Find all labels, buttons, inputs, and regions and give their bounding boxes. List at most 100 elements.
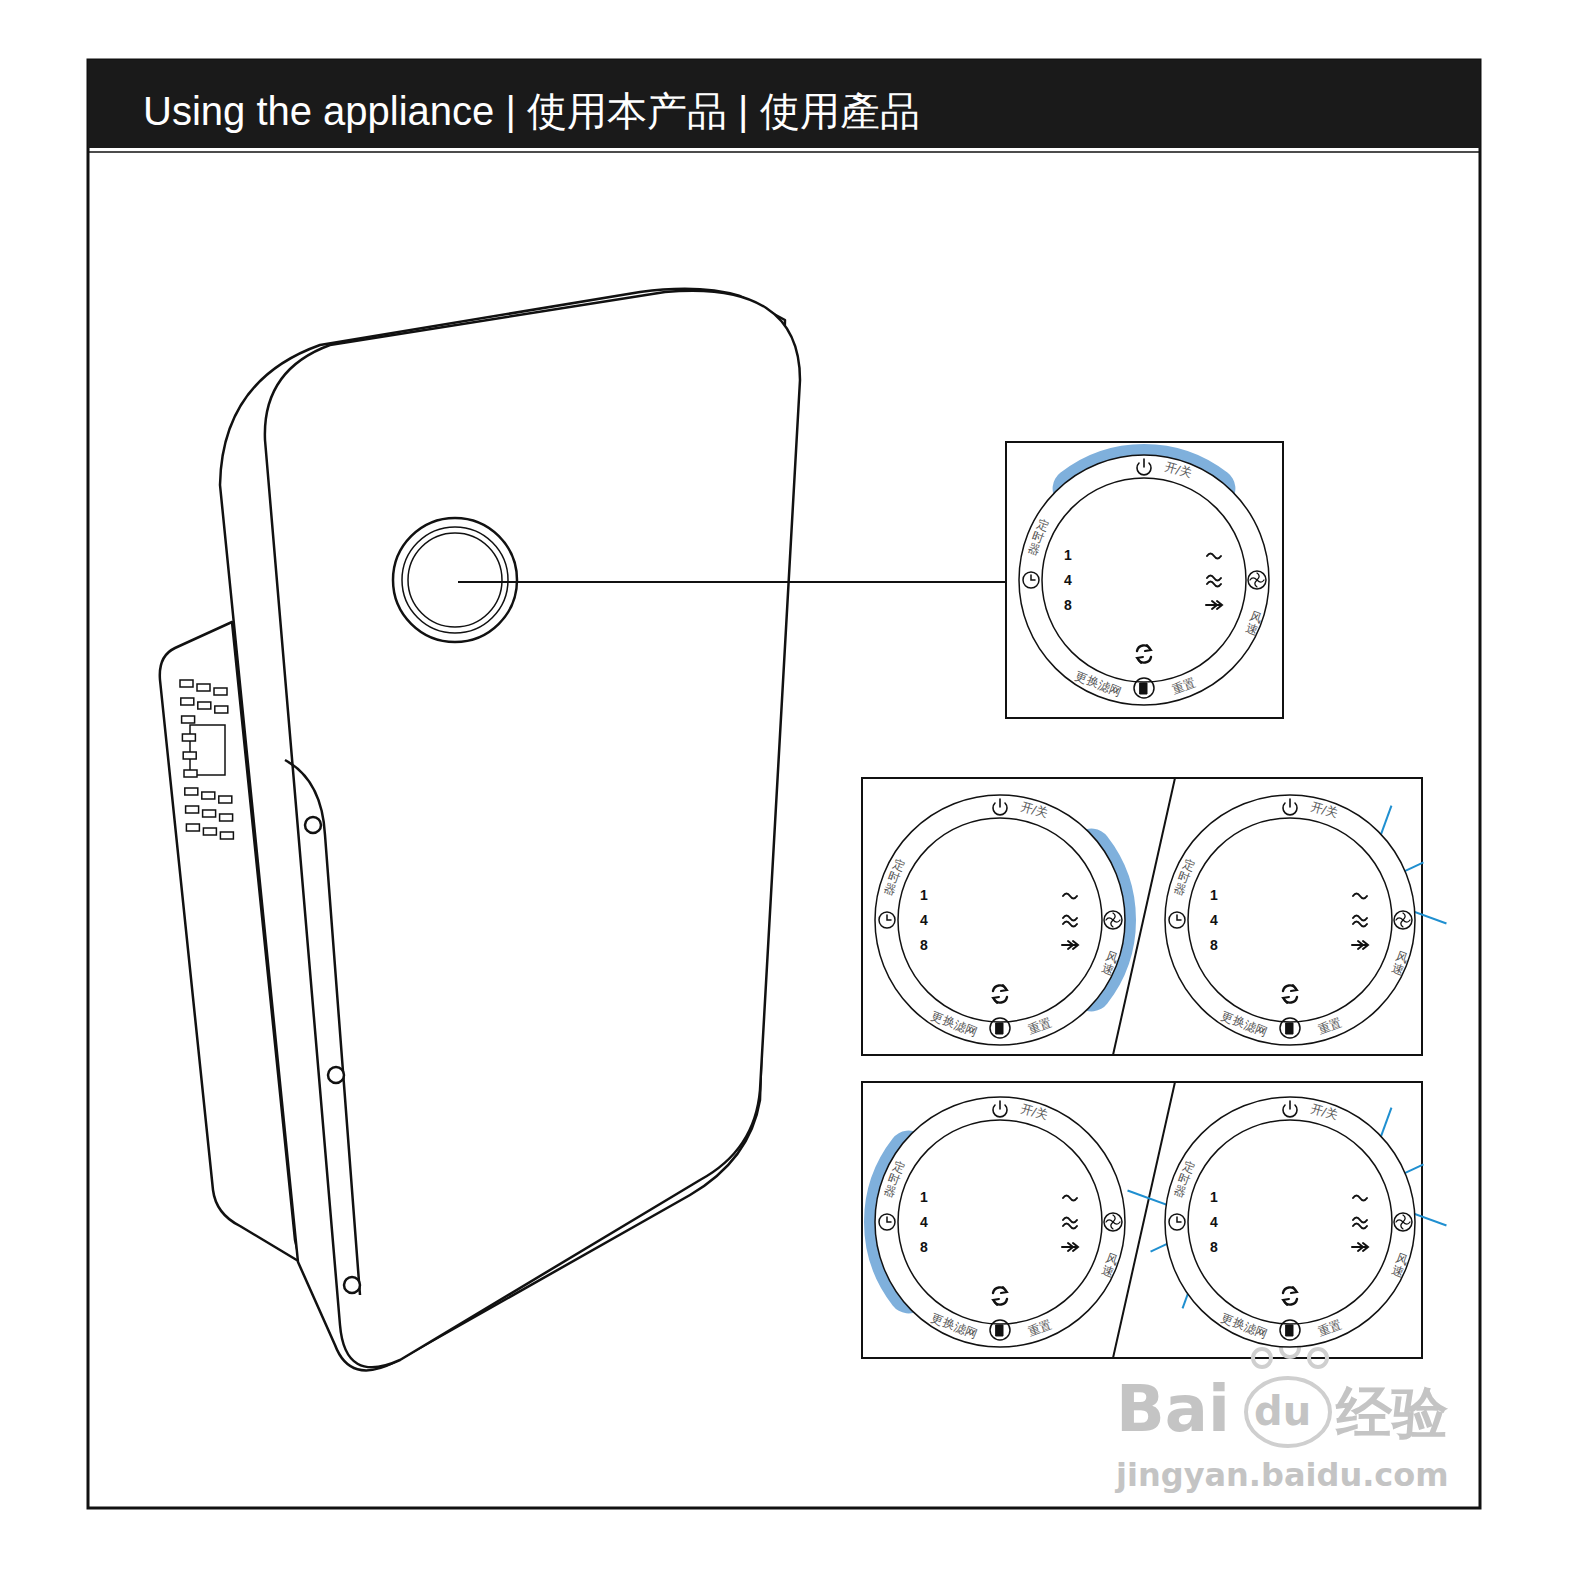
timer-value: 8 bbox=[1210, 1239, 1218, 1255]
speed-turbo-symbol bbox=[1062, 1243, 1078, 1251]
power-icon bbox=[1283, 799, 1297, 815]
fan-blade bbox=[1403, 1222, 1410, 1224]
timer-value: 4 bbox=[920, 1214, 928, 1230]
clock-hands bbox=[1031, 575, 1035, 580]
refresh-icon bbox=[1283, 1287, 1297, 1304]
dial-inner-ring bbox=[1042, 478, 1246, 682]
filter-icon bbox=[1280, 1018, 1300, 1038]
dial-inner-ring bbox=[1188, 818, 1392, 1022]
timer-value: 4 bbox=[1210, 1214, 1218, 1230]
clock-hands bbox=[1177, 1217, 1181, 1222]
control-dial: 开/关定时器148风速更换滤网重置 bbox=[874, 1096, 1126, 1348]
timer-value: 1 bbox=[1064, 547, 1072, 563]
dial-inner-ring bbox=[1188, 1120, 1392, 1324]
speed-low-symbol bbox=[1207, 554, 1221, 559]
control-dial: 开/关定时器148风速更换滤网重置 bbox=[874, 794, 1126, 1046]
timer-value: 8 bbox=[920, 1239, 928, 1255]
header-title: Using the appliance | 使用本产品 | 使用產品 bbox=[143, 84, 920, 139]
timer-value: 1 bbox=[920, 887, 928, 903]
clock-hands bbox=[887, 1217, 891, 1222]
header-bar bbox=[88, 60, 1480, 148]
refresh-arrows bbox=[1283, 985, 1297, 1003]
filter-icon bbox=[1134, 678, 1154, 698]
clock-hands bbox=[887, 915, 891, 920]
grille-slot bbox=[184, 770, 197, 777]
grille-slot bbox=[220, 814, 233, 821]
dial-inner-ring bbox=[898, 818, 1102, 1022]
speed-turbo-symbol bbox=[1206, 601, 1222, 609]
grille-slot bbox=[198, 702, 211, 709]
grille-slot bbox=[183, 752, 196, 759]
grille-slot bbox=[215, 706, 228, 713]
speed-turbo-symbol bbox=[1352, 1243, 1368, 1251]
air-purifier bbox=[160, 289, 800, 1371]
timer-value: 1 bbox=[920, 1189, 928, 1205]
fan-icon bbox=[1248, 571, 1266, 589]
fan-blade bbox=[1250, 578, 1257, 580]
fan-blade bbox=[1113, 920, 1120, 922]
fan-blade bbox=[1113, 1222, 1120, 1224]
watermark-text: Bai bbox=[1116, 1372, 1230, 1446]
power-icon bbox=[993, 1101, 1007, 1117]
filter-glyph bbox=[996, 1023, 1003, 1034]
grille-slot bbox=[219, 796, 232, 803]
header-rule bbox=[88, 151, 1480, 153]
dial-outer-ring bbox=[875, 795, 1125, 1045]
fan-blade bbox=[1106, 918, 1113, 920]
filter-glyph bbox=[1286, 1023, 1293, 1034]
clock-icon bbox=[1169, 1214, 1185, 1230]
grille-slot bbox=[185, 788, 198, 795]
speed-turbo-symbol bbox=[1062, 941, 1078, 949]
refresh-arrows bbox=[993, 985, 1007, 1003]
grille-slot bbox=[202, 792, 215, 799]
dial-inner-ring bbox=[898, 1120, 1102, 1324]
timer-value: 8 bbox=[1064, 597, 1072, 613]
timer-value: 1 bbox=[1210, 1189, 1218, 1205]
timer-value: 8 bbox=[920, 937, 928, 953]
timer-value: 4 bbox=[1064, 572, 1072, 588]
dial-outline bbox=[874, 1096, 1126, 1348]
grille-slot bbox=[181, 698, 194, 705]
filter-icon bbox=[990, 1018, 1010, 1038]
control-dial: 开/关定时器148风速更换滤网重置 bbox=[1164, 1096, 1416, 1348]
filter-glyph bbox=[1286, 1325, 1293, 1336]
refresh-icon bbox=[993, 1287, 1007, 1304]
timer-value: 1 bbox=[1210, 887, 1218, 903]
fan-blade bbox=[1396, 1220, 1403, 1222]
grille-slot bbox=[197, 684, 210, 691]
clock-icon bbox=[1023, 572, 1039, 588]
fan-blade bbox=[1401, 920, 1403, 927]
watermark-text: du bbox=[1254, 1388, 1311, 1434]
timer-value: 4 bbox=[920, 912, 928, 928]
speed-mid-symbol bbox=[1063, 916, 1077, 927]
grille-slot bbox=[182, 716, 195, 723]
grille-slot bbox=[203, 828, 216, 835]
grille-slot bbox=[214, 688, 227, 695]
filter-icon bbox=[1280, 1320, 1300, 1340]
grille-slot bbox=[220, 832, 233, 839]
power-icon bbox=[1137, 459, 1151, 475]
grille-slot bbox=[186, 824, 199, 831]
power-icon bbox=[993, 799, 1007, 815]
fan-blade bbox=[1396, 918, 1403, 920]
speed-low-symbol bbox=[1063, 894, 1077, 899]
callout-panels bbox=[862, 442, 1422, 1358]
timer-value: 4 bbox=[1210, 912, 1218, 928]
fan-blade bbox=[1257, 580, 1264, 582]
fan-blade bbox=[1111, 1222, 1113, 1229]
fan-icon bbox=[1394, 911, 1412, 929]
fan-blade bbox=[1403, 913, 1405, 920]
speed-turbo-symbol bbox=[1352, 941, 1368, 949]
fan-blade bbox=[1403, 920, 1410, 922]
filter-glyph bbox=[1140, 683, 1147, 694]
fan-blade bbox=[1111, 920, 1113, 927]
page-frame bbox=[88, 60, 1480, 1508]
speed-mid-symbol bbox=[1063, 1218, 1077, 1229]
fan-blade bbox=[1106, 1220, 1113, 1222]
refresh-icon bbox=[1283, 985, 1297, 1002]
grille-slot bbox=[180, 680, 193, 687]
speed-mid-symbol bbox=[1353, 1218, 1367, 1229]
refresh-arrows bbox=[1137, 645, 1151, 663]
fan-blade bbox=[1257, 573, 1259, 580]
dial-outline bbox=[874, 794, 1126, 1046]
